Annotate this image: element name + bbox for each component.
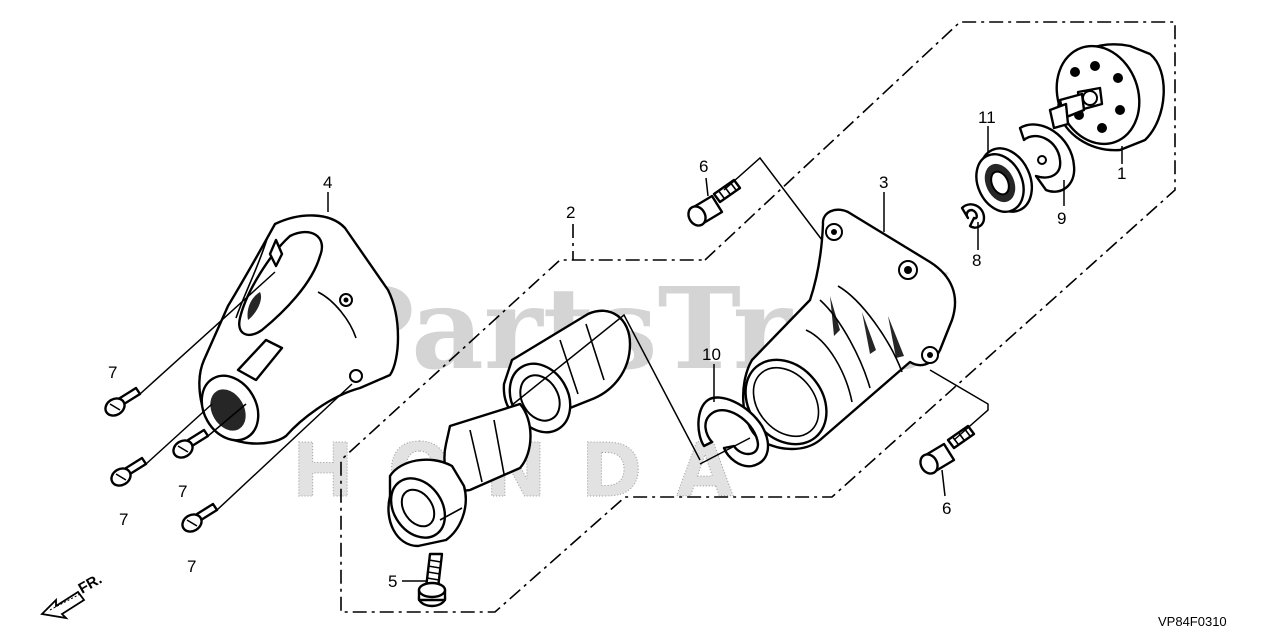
leader-lines <box>139 126 1123 582</box>
callout-9: 9 <box>1057 209 1066 228</box>
front-direction-indicator: FR. <box>40 571 105 620</box>
part-4-cover <box>198 214 400 445</box>
part-3-housing <box>742 208 957 451</box>
callout-2: 2 <box>566 203 575 222</box>
part-7-screw-c <box>172 428 210 459</box>
callout-6-upper: 6 <box>699 157 708 176</box>
part-7-screw-b <box>110 456 148 487</box>
callout-7-a: 7 <box>108 363 117 382</box>
part-7-screw-a <box>104 386 142 417</box>
part-6-bolt-upper <box>687 178 742 227</box>
part-1-drum <box>1048 43 1165 152</box>
callout-6-lower: 6 <box>942 499 951 518</box>
part-11-bearing <box>975 147 1034 213</box>
callout-10: 10 <box>702 345 721 364</box>
part-7-screw-d <box>181 502 219 533</box>
callout-7-d: 7 <box>187 557 196 576</box>
callout-1: 1 <box>1117 164 1126 183</box>
group-outline-upper <box>340 21 1176 613</box>
front-arrow-icon <box>40 590 86 620</box>
part-10-snap-ring <box>697 396 770 468</box>
part-2-coupling <box>387 309 632 548</box>
part-6-bolt-lower <box>919 424 976 475</box>
callout-3: 3 <box>879 173 888 192</box>
callout-8: 8 <box>972 251 981 270</box>
part-9-snap-ring <box>1018 123 1076 193</box>
group-outlines <box>340 21 1176 613</box>
diagram-code: VP84F0310 <box>1158 614 1227 629</box>
callout-11: 11 <box>978 108 996 127</box>
callout-4: 4 <box>323 173 332 192</box>
callout-5: 5 <box>388 572 397 591</box>
callout-7-b: 7 <box>119 510 128 529</box>
part-5-bolt <box>417 552 447 608</box>
callouts: 1 2 3 4 5 6 6 7 7 7 7 8 9 10 11 <box>108 108 1126 591</box>
callout-7-c: 7 <box>178 482 187 501</box>
part-8-circlip <box>960 203 986 229</box>
